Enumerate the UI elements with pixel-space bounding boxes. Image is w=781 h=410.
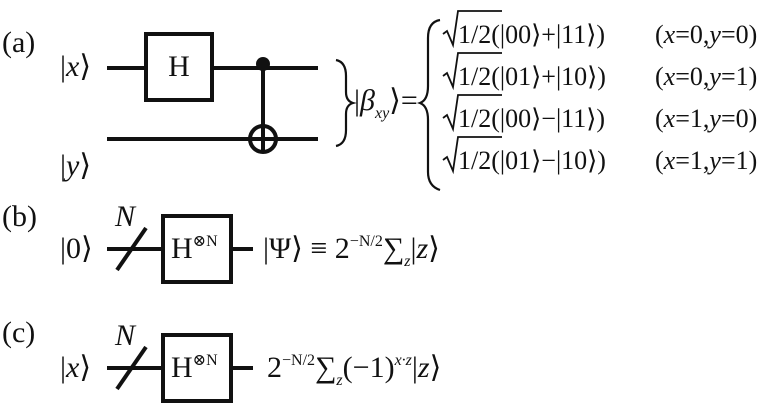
bell-state-expression: 1/2(|00⟩+|11⟩) [458, 20, 605, 49]
cases-left-brace [416, 18, 441, 192]
input-ket-x: |x⟩ [60, 50, 91, 83]
bell-state-condition: (x=0,y=0) [655, 20, 757, 49]
uniform-superposition-output: |Ψ⟩ ≡ 2−N/2∑z|z⟩ [263, 232, 440, 270]
bell-state-expression: 1/2(|01⟩−|10⟩) [458, 146, 606, 175]
panel-a: (a) |x⟩ |y⟩ H |βxy⟩= 1/2(|00⟩+|11⟩) (x=0… [2, 10, 757, 192]
input-ket-zero: |0⟩ [60, 232, 93, 265]
register-slash [115, 345, 148, 391]
bell-state-label: |βxy⟩= [354, 84, 418, 122]
register-size-label: N [114, 200, 137, 233]
register-size-label: N [114, 319, 137, 352]
hadamard-gate [144, 32, 214, 102]
output-right-brace [335, 58, 357, 148]
hadamard-n-gate-label: H⊗N [171, 351, 218, 384]
hadamard-gate-label: H [168, 50, 190, 83]
sqrt-sign [442, 52, 502, 91]
sqrt-sign [442, 10, 502, 49]
bell-state-row: 1/2(|01⟩+|10⟩) (x=0,y=1) [442, 52, 757, 91]
input-ket-y: |y⟩ [60, 149, 91, 182]
bell-state-condition: (x=1,y=0) [655, 104, 757, 133]
bell-state-expression: 1/2(|01⟩+|10⟩) [458, 62, 606, 91]
bell-state-row: 1/2(|00⟩−|11⟩) (x=1,y=0) [442, 94, 757, 133]
bell-state-expression: 1/2(|00⟩−|11⟩) [458, 104, 605, 133]
input-ket-x: |x⟩ [60, 351, 91, 384]
hadamard-n-gate-label: H⊗N [171, 232, 218, 265]
bell-state-condition: (x=0,y=1) [655, 62, 757, 91]
register-slash [115, 226, 148, 272]
panel-b-label: (b) [2, 200, 37, 233]
panel-b: (b) |0⟩ N H⊗N |Ψ⟩ ≡ 2−N/2∑z|z⟩ [2, 200, 440, 284]
sqrt-sign [442, 136, 502, 175]
bell-state-row: 1/2(|01⟩−|10⟩) (x=1,y=1) [442, 136, 757, 175]
hadamard-transform-output: 2−N/2∑z(−1)x·z|z⟩ [267, 351, 441, 389]
sqrt-sign [442, 94, 502, 133]
bell-state-row: 1/2(|00⟩+|11⟩) (x=0,y=0) [442, 10, 757, 49]
panel-a-label: (a) [2, 26, 35, 59]
panel-c-label: (c) [2, 316, 35, 349]
panel-c: (c) |x⟩ N H⊗N 2−N/2∑z(−1)x·z|z⟩ [2, 316, 441, 403]
bell-state-condition: (x=1,y=1) [655, 146, 757, 175]
